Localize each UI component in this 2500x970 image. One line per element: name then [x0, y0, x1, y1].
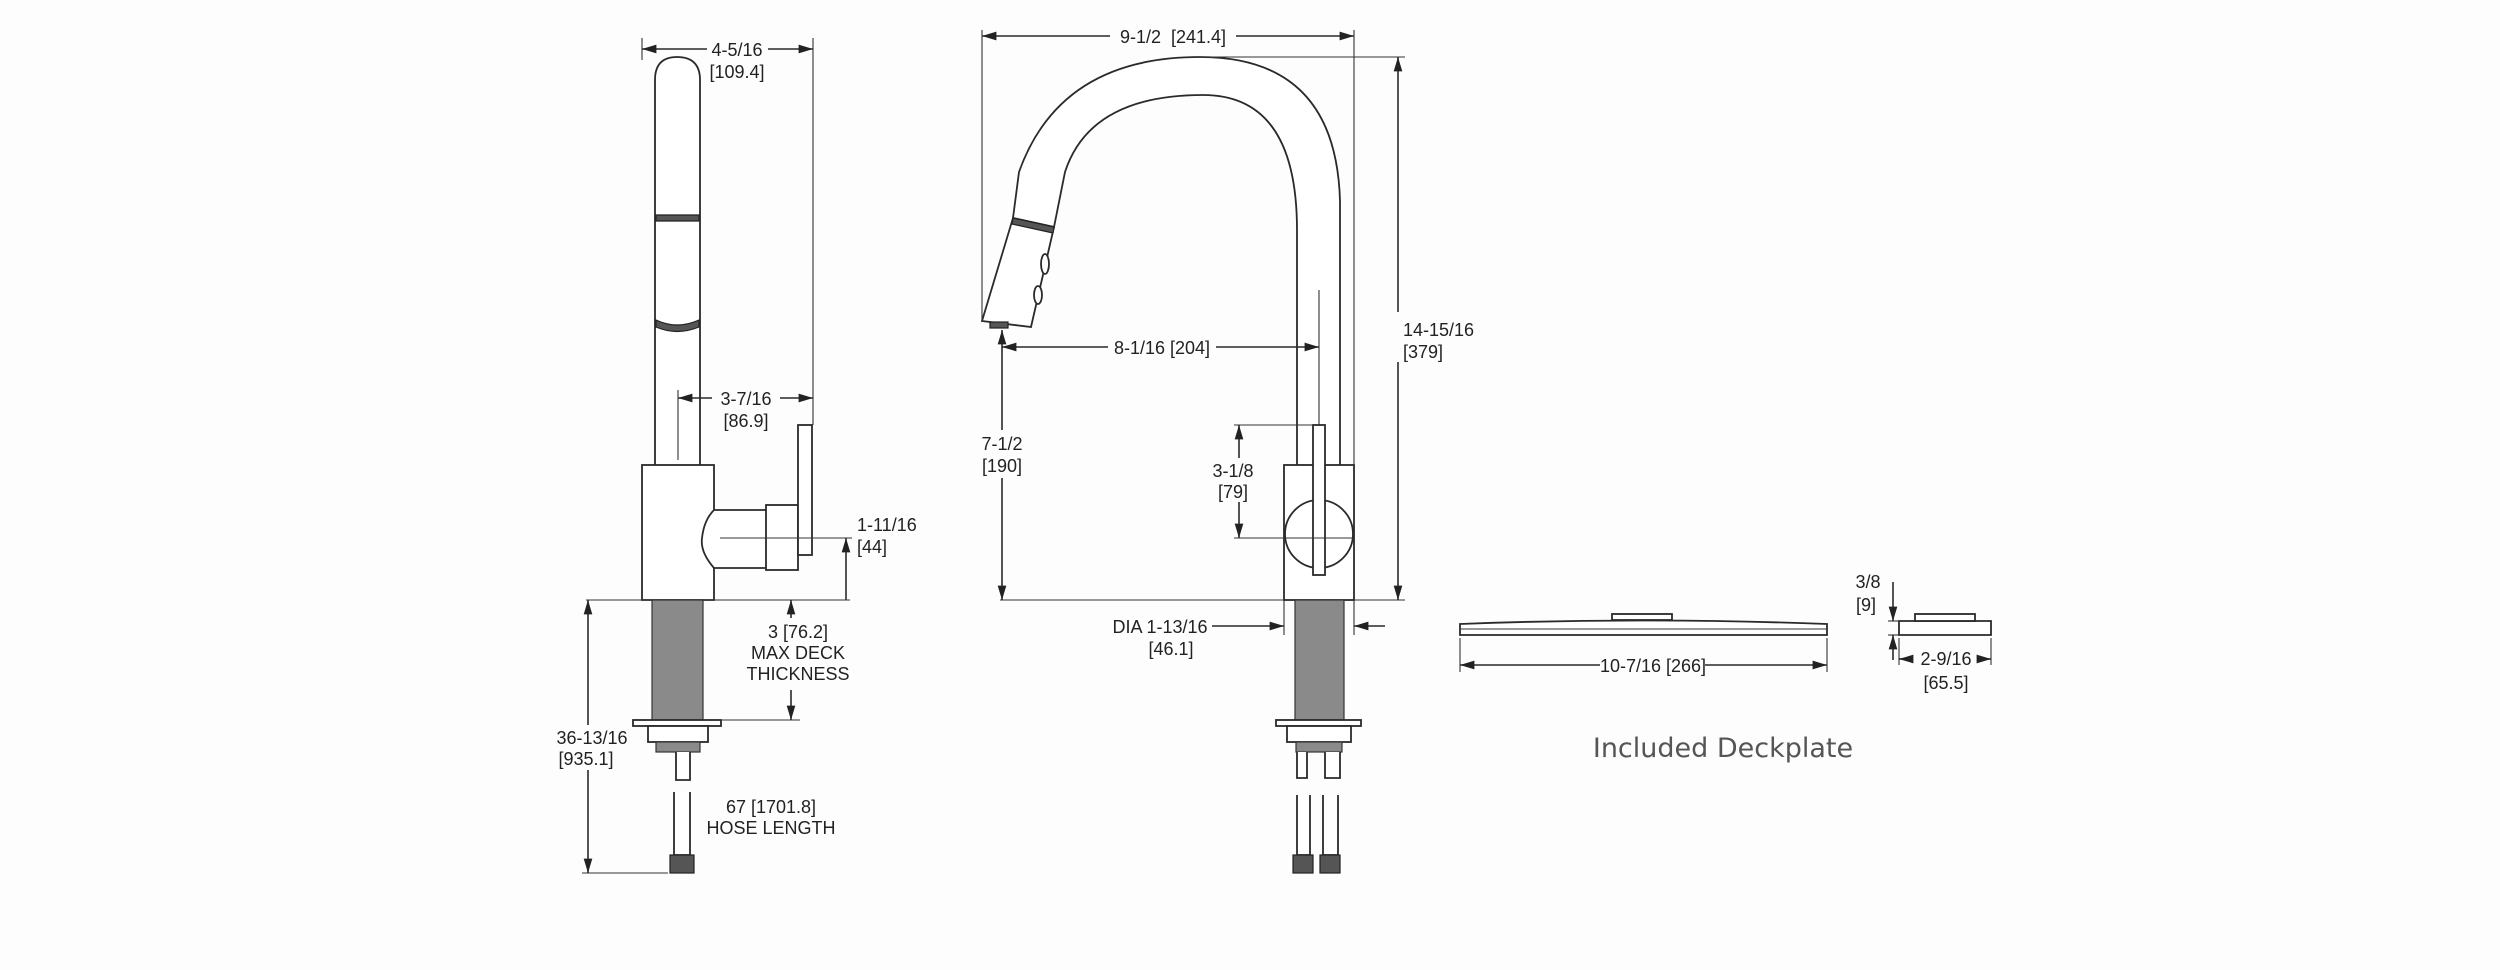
front-base-dia-dim-mm: [46.1] — [1148, 639, 1193, 659]
side-hose-dim-label: HOSE LENGTH — [706, 818, 835, 838]
front-height-dim: 14-15/16 — [1403, 320, 1474, 340]
side-lever — [797, 424, 813, 556]
side-handle-dim-mm: [44] — [857, 537, 887, 557]
front-spout-reach-dim: 8-1/16 [204] — [1114, 338, 1210, 358]
side-nut — [647, 725, 709, 743]
deckplate-length-dim: 10-7/16 [266] — [1600, 656, 1706, 676]
front-spray-band — [1011, 217, 1055, 234]
side-overall-dim: 36-13/16 — [556, 728, 627, 748]
side-overall-dim-mm: [935.1] — [558, 749, 613, 769]
deckplate-long-view — [1459, 619, 1828, 636]
front-tail — [1295, 741, 1343, 753]
front-view-faucet — [980, 56, 1362, 874]
front-lever — [1312, 424, 1326, 576]
side-width-dim-mm: [109.4] — [709, 62, 764, 82]
front-shank — [1294, 599, 1345, 721]
side-handle-dim: 1-11/16 — [857, 515, 917, 535]
front-spout-height-dim: 7-1/2 — [981, 434, 1022, 454]
front-spray-button-2 — [1033, 285, 1043, 305]
side-deck-dim-label1: MAX DECK — [751, 643, 845, 663]
side-width-dim: 4-5/16 — [711, 40, 762, 60]
side-hose-fitting — [669, 854, 695, 874]
front-handle-dim-mm: [79] — [1218, 482, 1248, 502]
front-nut — [1286, 725, 1352, 743]
deckplate-height-dim-mm: [9] — [1856, 595, 1876, 615]
side-reach-dim: 3-7/16 — [720, 389, 771, 409]
deckplate-boss — [1611, 613, 1673, 621]
side-handle-connector — [700, 509, 782, 569]
front-nozzle — [989, 321, 1009, 329]
front-hose-fitting-1 — [1292, 854, 1314, 874]
side-tail — [655, 741, 701, 753]
side-spout-tube — [654, 56, 701, 465]
front-spout-height-dim-mm: [190] — [982, 456, 1022, 476]
front-hoses — [1296, 752, 1341, 856]
deckplate-drawing: 10-7/16 [266] 3/8 [9] 2-9/16 [65.5] Incl… — [1459, 572, 1992, 764]
side-view-faucet — [632, 56, 813, 874]
front-spout-arc — [1012, 56, 1341, 465]
front-hose-fitting-2 — [1319, 854, 1341, 874]
front-height-dim-mm: [379] — [1403, 342, 1443, 362]
side-hose-dim: 67 [1701.8] — [726, 797, 816, 817]
side-shank — [651, 599, 704, 721]
deckplate-depth-dim: 2-9/16 — [1920, 649, 1971, 669]
deckplate-caption: Included Deckplate — [1593, 733, 1853, 764]
side-nozzle — [655, 319, 700, 333]
front-flange — [1275, 719, 1362, 727]
deckplate-height-dim: 3/8 — [1855, 572, 1880, 592]
front-spray-button-1 — [1040, 253, 1050, 275]
front-width-dim: 9-1/2 [241.4] — [1120, 27, 1226, 47]
front-base-dia-dim: DIA 1-13/16 — [1112, 617, 1207, 637]
side-spray-band — [655, 214, 700, 222]
front-handle-dim: 3-1/8 — [1212, 461, 1253, 481]
side-flange — [632, 719, 722, 727]
side-deck-dim-label2: THICKNESS — [746, 664, 849, 684]
deckplate-end-view — [1898, 620, 1992, 636]
deckplate-depth-dim-mm: [65.5] — [1923, 673, 1968, 693]
side-dimensions: 4-5/16 [109.4] 3-7/16 [86.9] 1-11/16 [44… — [556, 38, 917, 874]
side-reach-dim-mm: [86.9] — [723, 411, 768, 431]
side-hose — [673, 752, 691, 856]
front-dimensions: 9-1/2 [241.4] 14-15/16 [379] 8-1/16 [204… — [981, 27, 1474, 659]
side-deck-dim: 3 [76.2] — [768, 622, 828, 642]
deckplate-end-boss — [1914, 613, 1976, 622]
